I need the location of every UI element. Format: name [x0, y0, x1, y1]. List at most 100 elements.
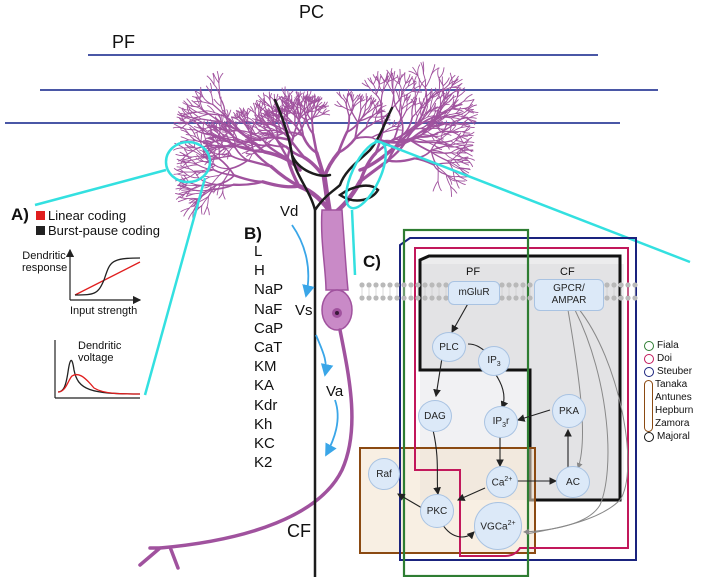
dendrite-branch	[272, 123, 285, 130]
dendrite-branch	[206, 206, 210, 216]
ac-node: AC	[556, 466, 590, 498]
dendrite-branch	[442, 77, 450, 87]
membrane-bead	[373, 295, 379, 301]
dendrite-branch	[199, 105, 210, 115]
dendrite-branch	[209, 130, 215, 138]
dendrite-branch	[393, 122, 400, 140]
dendrite-branch	[336, 137, 357, 155]
membrane-bead	[618, 295, 624, 301]
dendrite-branch	[297, 111, 309, 122]
dendrite-branch	[180, 191, 188, 199]
dendrite-branch	[215, 146, 226, 156]
dendrite-branch	[453, 158, 460, 167]
dendrite-branch	[322, 151, 340, 180]
signaling-arrows	[397, 299, 572, 540]
dag-label: DAG	[424, 410, 446, 422]
dendrite-branch	[273, 122, 279, 142]
dendrite-branch	[295, 96, 300, 104]
dendrite-branch	[194, 161, 205, 165]
dendrite-branch	[186, 98, 193, 107]
dendrite-branch	[354, 136, 373, 140]
dendrite-branch	[440, 101, 450, 111]
dendrite-branch	[297, 105, 300, 114]
dendrite-branch	[183, 147, 198, 149]
dendrite-branch	[463, 145, 474, 149]
dendrite-branch	[320, 103, 327, 110]
vd-label: Vd	[280, 203, 299, 220]
purkinje-soma	[320, 209, 353, 331]
dendrite-branch	[200, 140, 212, 143]
channel-item: KM	[254, 358, 277, 376]
plot1-xlabel: Input strength	[70, 305, 138, 317]
dag-node: DAG	[418, 400, 452, 432]
raf-node: Raf	[368, 458, 400, 490]
dendrite-branch	[414, 87, 421, 101]
dendrite-branch	[184, 171, 197, 179]
pka-node: PKA	[552, 394, 586, 428]
dendrite-branch	[287, 89, 290, 98]
brown-group-bracket	[644, 380, 653, 432]
dendrite-branch	[461, 131, 471, 134]
dendrite-branch	[200, 86, 204, 98]
dendrite-branch	[202, 127, 213, 134]
dendrite-branch	[420, 98, 425, 107]
dendrite-branch	[414, 105, 418, 117]
dendrite-branch	[368, 86, 377, 96]
membrane-bead	[422, 282, 428, 288]
dendrite-branch	[336, 130, 349, 155]
dendrite-branch	[456, 147, 465, 154]
dendrite-branch	[188, 210, 194, 220]
dendrite-branch	[430, 151, 448, 162]
gpcr-ampar-receptor: GPCR/ AMPAR	[534, 279, 604, 311]
dendrite-branch	[430, 151, 452, 154]
dendrite-branch	[176, 173, 188, 176]
dendrite-branch	[401, 103, 410, 111]
dendrite-branch	[247, 122, 252, 136]
dendrite-branch	[255, 111, 261, 123]
legend-burst-label: Burst-pause coding	[48, 223, 161, 238]
channel-item: Kh	[254, 415, 273, 433]
model-legend-majoral: Majoral	[644, 431, 690, 442]
tanaka-label: Tanaka	[655, 379, 688, 390]
channel-list: L H NaP NaF CaP CaT KM KA Kdr Kh KC K2	[254, 242, 283, 472]
dendrite-branch	[429, 98, 438, 111]
ac-label: AC	[566, 476, 580, 488]
legend-swatch-burst	[36, 226, 45, 235]
dendrite-branch	[196, 111, 210, 115]
dendrite-branch	[365, 115, 373, 129]
dendrite-branch	[400, 82, 407, 97]
dendrite-branch	[285, 106, 289, 122]
dendrite-branch	[464, 107, 474, 111]
dendrite-branch	[266, 117, 274, 125]
membrane-bead	[394, 295, 400, 301]
dendrite-branch	[452, 99, 459, 108]
dendrite-branch	[209, 82, 212, 94]
dendrite-branch	[409, 126, 432, 141]
dendrite-branch	[460, 161, 470, 166]
dendrite-branch	[173, 168, 185, 173]
ip3-label: IP3	[487, 354, 501, 368]
dendrite-branch	[240, 108, 243, 117]
antunes-label: Antunes	[655, 392, 692, 403]
dendrite-branch	[247, 109, 252, 116]
dendrite-branch	[448, 74, 456, 85]
dendrite-branch	[400, 90, 413, 98]
dendrite-branch	[360, 94, 363, 102]
dendrite-branch	[252, 102, 256, 112]
membrane-bead	[443, 282, 449, 288]
dendrite-branch	[358, 115, 372, 122]
dendrite-branch	[253, 111, 261, 119]
dendrite-branch	[182, 185, 192, 190]
channel-item: L	[254, 243, 263, 260]
dendrite-branch	[415, 115, 438, 129]
dendrite-branch	[406, 94, 411, 103]
dendrite-branch	[352, 94, 359, 102]
dendrite-branch	[224, 141, 241, 148]
dendrite-branch	[413, 157, 435, 166]
doi-label: Doi	[657, 353, 673, 364]
dendrite-branch	[197, 123, 214, 137]
membrane-bead	[499, 282, 505, 288]
membrane-bead	[415, 282, 421, 288]
dendrite-branch	[262, 92, 266, 103]
model-legend-doi: Doi	[644, 353, 672, 364]
